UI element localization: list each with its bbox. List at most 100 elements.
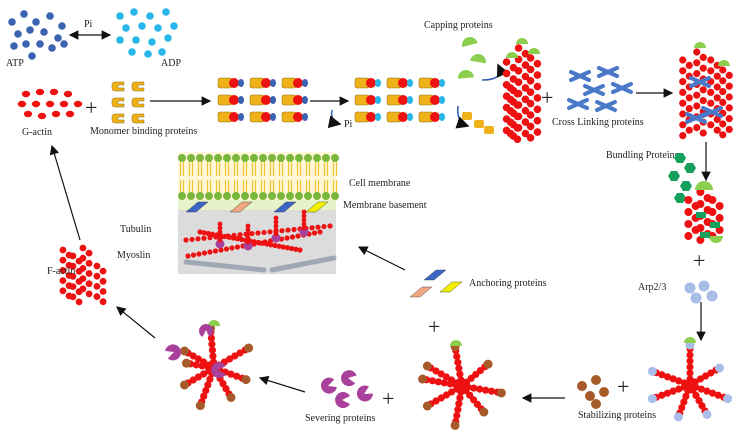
actin-subunit — [99, 288, 107, 295]
actin-subunit — [79, 244, 87, 252]
g-actin-monomer — [45, 100, 55, 108]
atp-label: ATP — [6, 58, 24, 69]
actin-subunit — [69, 293, 77, 301]
actin-subunit — [533, 128, 542, 136]
plus-sign-1: + — [85, 95, 97, 120]
actin-subunit — [533, 105, 542, 114]
actin-subunit — [442, 373, 451, 381]
actin-subunit — [708, 389, 717, 397]
actin-subunit — [453, 411, 461, 420]
actin-subunit — [514, 78, 523, 86]
arp-complex — [723, 394, 733, 404]
actin-subunit — [276, 243, 282, 249]
stabilizing-protein — [181, 358, 191, 368]
actin-subunit — [678, 403, 686, 412]
g-actin-monomer — [59, 100, 69, 108]
atp-molecule — [58, 22, 66, 30]
capping-protein — [506, 52, 518, 58]
g-actin-monomer — [23, 110, 33, 118]
g-actin-monomer — [73, 100, 83, 108]
atp-complex-actin — [229, 112, 239, 122]
anchoring-protein — [229, 201, 253, 213]
actin-subunit — [245, 235, 251, 241]
adp-complex-nucleotide — [439, 79, 445, 87]
actin-subunit — [301, 209, 307, 215]
adp-complex-actin — [398, 78, 408, 88]
actin-subunit — [713, 115, 721, 123]
anchoring-proteins — [409, 269, 463, 298]
actin-subunit — [291, 226, 297, 233]
actin-subunit — [183, 237, 189, 243]
actin-subunit — [526, 122, 535, 131]
lipid-head — [214, 192, 222, 200]
actin-subunit — [234, 244, 241, 250]
actin-subunit — [521, 129, 530, 138]
actin-subunit — [311, 230, 318, 236]
actin-subunit — [699, 86, 707, 94]
actin-subunit — [663, 389, 672, 397]
actin-subunit — [198, 362, 206, 370]
actin-subunit — [719, 66, 727, 74]
actin-subunit — [245, 231, 251, 237]
actin-subunit — [715, 202, 724, 210]
lipid-head — [313, 154, 321, 162]
actin-subunit — [707, 56, 715, 64]
atp-complex-actin — [293, 78, 303, 88]
atp-complex-actin — [261, 112, 271, 122]
actin-subunit — [684, 196, 693, 204]
actin-subunit — [669, 375, 677, 383]
actin-subunit — [268, 242, 274, 248]
membrane-node — [271, 233, 281, 243]
lipid-head — [259, 154, 267, 162]
arp-complex — [647, 366, 657, 376]
actin-subunit — [273, 231, 279, 237]
g-actin-monomer — [35, 88, 45, 96]
anchoring-protein — [439, 281, 463, 293]
lipid-head — [322, 192, 330, 200]
adp-complex-nucleotide — [375, 113, 381, 121]
lipid-head — [259, 192, 267, 200]
g-actin-monomer — [31, 100, 41, 108]
adp-molecule — [144, 50, 152, 58]
actin-subunit — [85, 249, 93, 257]
actin-subunit — [196, 251, 202, 257]
cross-linker-arm — [595, 100, 617, 112]
actin-subunit — [686, 381, 694, 389]
stabilizing-protein — [479, 407, 489, 417]
cross-linker-arm — [583, 84, 605, 96]
actin-subunit — [321, 223, 327, 230]
actin-subunit — [317, 229, 323, 235]
actin-subunit — [437, 394, 445, 402]
actin-subunit — [200, 392, 208, 400]
actin-subunit — [699, 64, 707, 72]
cross-linker-arm — [685, 112, 707, 124]
atp-molecule — [26, 26, 34, 34]
lipid-head — [322, 154, 330, 162]
adp-cluster — [116, 8, 178, 58]
actin-subunit — [297, 247, 303, 253]
lipid-head — [178, 154, 186, 162]
actin-subunit — [237, 232, 243, 238]
cross-linker-arm — [689, 76, 711, 88]
actin-subunit — [663, 373, 672, 381]
cross-linker-arm — [569, 70, 591, 82]
actin-subunit — [289, 234, 296, 240]
actin-subunit — [725, 104, 733, 112]
actin-subunit — [714, 391, 722, 399]
actin-subunit — [99, 298, 107, 306]
severing-label: Severing proteins — [305, 413, 375, 424]
actin-subunit — [315, 224, 321, 230]
tubulin-label: Tubulin — [120, 224, 151, 235]
arp-subunit — [698, 280, 710, 292]
actin-subunit — [725, 71, 733, 79]
arp-label: Arp2/3 — [638, 282, 666, 293]
actin-subunit — [251, 239, 257, 245]
actin-subunit — [506, 107, 515, 115]
actin-subunit — [526, 99, 535, 108]
atp-molecule — [22, 40, 30, 48]
actin-subunit — [217, 225, 223, 231]
atp-molecule — [14, 30, 22, 38]
cross-linker-arm — [567, 98, 589, 110]
adp-complex-nucleotide — [407, 113, 413, 121]
actin-subunit — [682, 392, 690, 400]
